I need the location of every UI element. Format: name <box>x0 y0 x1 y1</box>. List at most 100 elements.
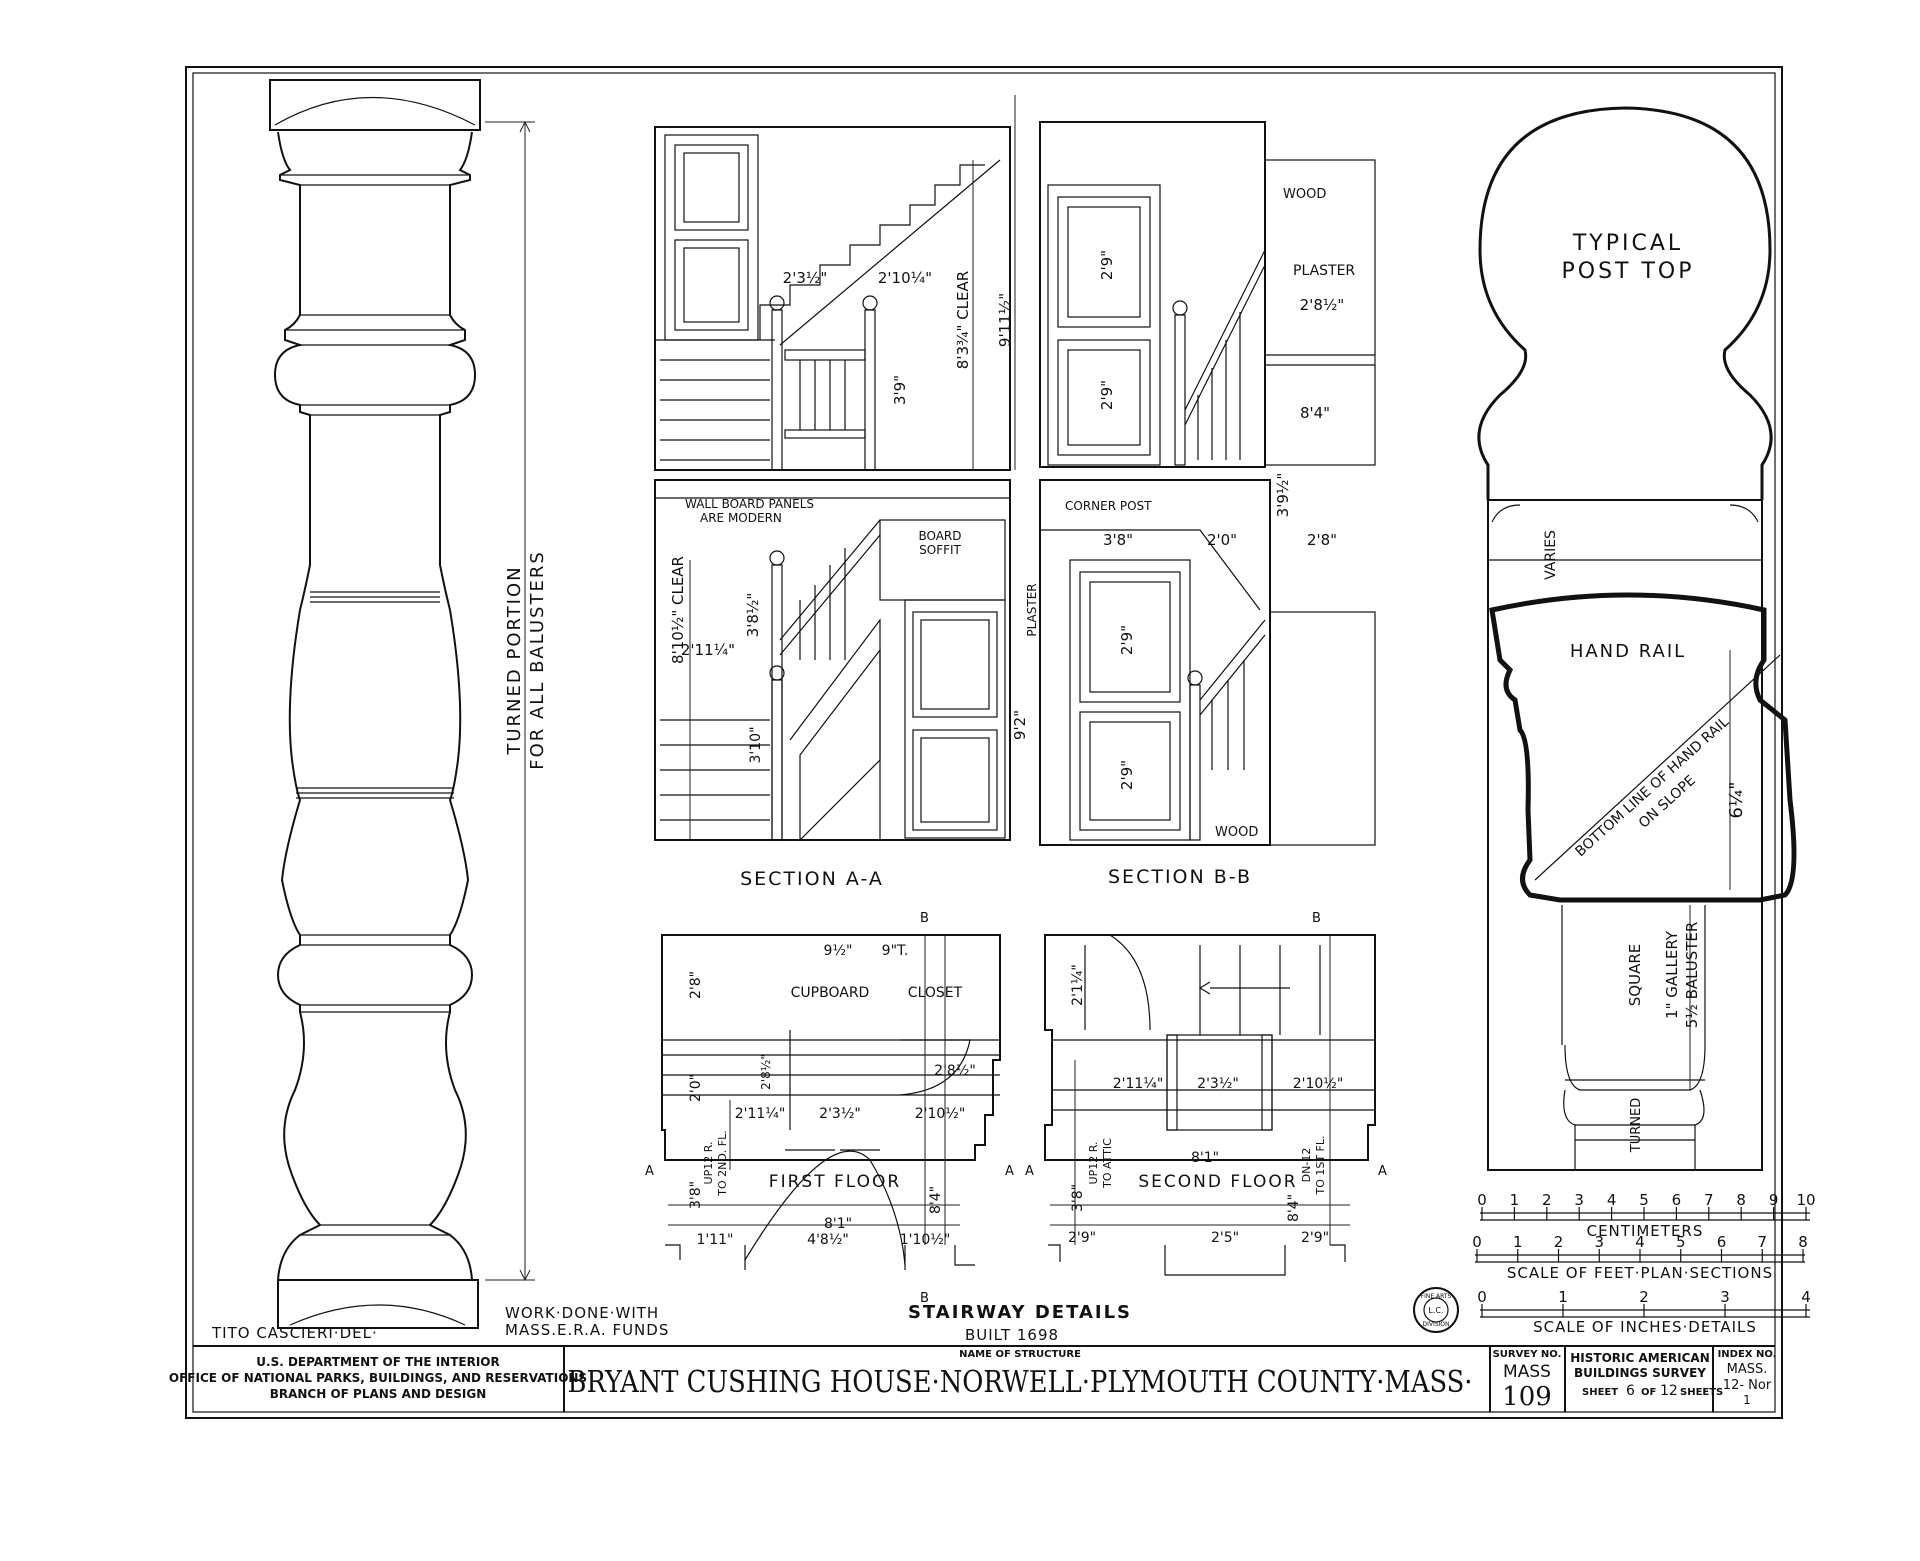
first-floor-marker-a-left: A <box>645 1164 654 1179</box>
first-floor-up-2: TO 2ND. FL. <box>716 1130 729 1197</box>
inch-scale <box>1480 1309 1810 1318</box>
first-floor-title: FIRST FLOOR <box>769 1172 901 1192</box>
second-floor-dim-8-1: 8'1" <box>1191 1150 1219 1166</box>
section-a-dim-3-10: 3'10" <box>748 726 764 763</box>
title-block <box>193 1345 1783 1412</box>
feet-tick-label: 2 <box>1554 1233 1564 1251</box>
section-b-plaster: PLASTER <box>1293 263 1355 279</box>
section-b-lower <box>1039 479 1376 846</box>
section-a-dim-9-2: 9'2" <box>1011 710 1029 740</box>
section-b-title: SECTION B-B <box>1108 866 1252 888</box>
first-floor-dim-4-8: 4'8½" <box>807 1232 849 1248</box>
section-a-dim-2-10: 2'10¼" <box>878 269 932 287</box>
section-b-wood-bottom: WOOD <box>1215 825 1258 840</box>
post-top-title-2: POST TOP <box>1561 259 1694 284</box>
survey-state: MASS <box>1503 1362 1551 1382</box>
section-a-dim-2-3: 2'3½" <box>783 269 828 287</box>
second-floor-dim-2-5: 2'5" <box>1211 1230 1239 1246</box>
first-floor-dim-9t: 9"T. <box>882 943 909 959</box>
centimeter-tick-label: 10 <box>1796 1191 1815 1209</box>
section-a-lower <box>654 479 1011 842</box>
first-floor-dim-1-11: 1'11" <box>696 1232 733 1248</box>
section-b-wood-top: WOOD <box>1283 187 1326 202</box>
first-floor-dim-2-8h: 2'8½" <box>934 1063 976 1079</box>
feet-scale-label: SCALE OF FEET·PLAN·SECTIONS <box>1507 1264 1773 1282</box>
library-stamp <box>1413 1287 1459 1333</box>
habs-sheet-word: SHEET <box>1582 1387 1618 1398</box>
section-b-dim-2-9d: 2'9" <box>1118 760 1136 790</box>
inner-border <box>192 72 1776 1413</box>
section-a-dim-9-11: 9'11½" <box>996 293 1014 347</box>
post-top-title-1: TYPICAL <box>1572 231 1683 256</box>
closet-label: CLOSET <box>908 985 963 1001</box>
varies-label: VARIES <box>1543 530 1559 580</box>
second-floor-dim-8-4: 8'4" <box>1286 1194 1302 1222</box>
stamp-line1: FINE ARTS <box>1421 1293 1452 1300</box>
first-floor-dim-1-10: 1'10½" <box>900 1232 951 1248</box>
habs-sheets-word: SHEETS <box>1680 1387 1723 1398</box>
centimeter-tick-label: 2 <box>1542 1191 1552 1209</box>
section-a-upper <box>654 95 1016 471</box>
feet-tick-label: 7 <box>1757 1233 1767 1251</box>
section-b-dim-2-9c: 2'9" <box>1118 625 1136 655</box>
habs-line-1: HISTORIC AMERICAN <box>1570 1351 1710 1365</box>
inch-tick-label: 0 <box>1477 1288 1487 1306</box>
hand-rail-label: HAND RAIL <box>1570 641 1686 662</box>
first-floor-dim-2-8u: 2'8½" <box>759 1054 773 1090</box>
second-floor-dim-2-9a: 2'9" <box>1068 1230 1096 1246</box>
inch-tick-label: 1 <box>1558 1288 1568 1306</box>
baluster-top-detail <box>1487 499 1763 1171</box>
inch-tick-label: 4 <box>1801 1288 1811 1306</box>
built-date: BUILT 1698 <box>965 1326 1059 1344</box>
first-floor-dim-9h: 9½" <box>824 943 853 959</box>
section-b-dim-8-4: 8'4" <box>1300 404 1330 422</box>
first-floor-dim-2-8: 2'8" <box>688 971 704 999</box>
second-floor-title: SECOND FLOOR <box>1138 1172 1297 1192</box>
section-b-dim-2-8: 2'8½" <box>1300 296 1345 314</box>
baluster-elevation <box>269 79 481 1329</box>
baluster-label-2: FOR ALL BALUSTERS <box>527 550 548 770</box>
index-line-3: 1 <box>1743 1393 1751 1407</box>
inch-tick-label: 2 <box>1639 1288 1649 1306</box>
bottom-line-label-1: BOTTOM LINE OF HAND RAIL <box>1572 714 1732 860</box>
inch-scale-label: SCALE OF INCHES·DETAILS <box>1533 1318 1757 1336</box>
funding-line-1: WORK·DONE·WITH <box>505 1304 659 1322</box>
agency-line-3: BRANCH OF PLANS AND DESIGN <box>270 1387 487 1401</box>
first-floor-marker-b-top: B <box>920 911 929 926</box>
first-floor-dim-2-10: 2'10½" <box>915 1106 966 1122</box>
second-floor-dim-2-11: 2'11¼" <box>1113 1076 1164 1092</box>
survey-no-label: SURVEY NO. <box>1493 1349 1562 1360</box>
first-floor-marker-a-right: A <box>1005 1164 1014 1179</box>
habs-total-sheets: 12 <box>1660 1383 1678 1399</box>
section-b-dim-2-0: 2'0" <box>1207 531 1237 549</box>
centimeter-tick-label: 7 <box>1704 1191 1714 1209</box>
first-floor-dim-2-11: 2'11¼" <box>735 1106 786 1122</box>
section-b-dim-2-9a: 2'9" <box>1098 250 1116 280</box>
feet-tick-label: 0 <box>1472 1233 1482 1251</box>
first-floor-dim-3-8: 3'8" <box>688 1181 704 1209</box>
stamp-line3: DIVISION <box>1422 1321 1449 1328</box>
baluster-label-1: TURNED PORTION <box>504 565 525 755</box>
centimeters-label: CENTIMETERS <box>1587 1222 1704 1240</box>
drawing-title: STAIRWAY DETAILS <box>908 1302 1132 1323</box>
centimeter-scale <box>1480 1212 1810 1221</box>
second-floor-dim-2-1: 2'1¼" <box>1070 964 1086 1006</box>
centimeter-tick-label: 3 <box>1574 1191 1584 1209</box>
name-of-structure-label: NAME OF STRUCTURE <box>959 1349 1081 1360</box>
first-floor-plan <box>661 934 1001 1270</box>
feet-tick-label: 1 <box>1513 1233 1523 1251</box>
corner-post-label: CORNER POST <box>1065 499 1152 513</box>
second-floor-plan <box>1044 934 1376 1276</box>
centimeter-tick-label: 5 <box>1639 1191 1649 1209</box>
section-a-dim-3-8: 3'8½" <box>744 593 762 638</box>
section-b-dim-3-9b: 3'9½" <box>1274 473 1292 518</box>
section-a-clear-lower: 8'10½" CLEAR <box>669 556 687 664</box>
feet-tick-label: 6 <box>1717 1233 1727 1251</box>
turned-label: TURNED <box>1629 1098 1644 1153</box>
plaster-vertical-label: PLASTER <box>1025 583 1039 636</box>
outer-border <box>185 66 1783 1419</box>
habs-sheet-number: 6 <box>1626 1383 1635 1399</box>
centimeter-tick-label: 1 <box>1510 1191 1520 1209</box>
